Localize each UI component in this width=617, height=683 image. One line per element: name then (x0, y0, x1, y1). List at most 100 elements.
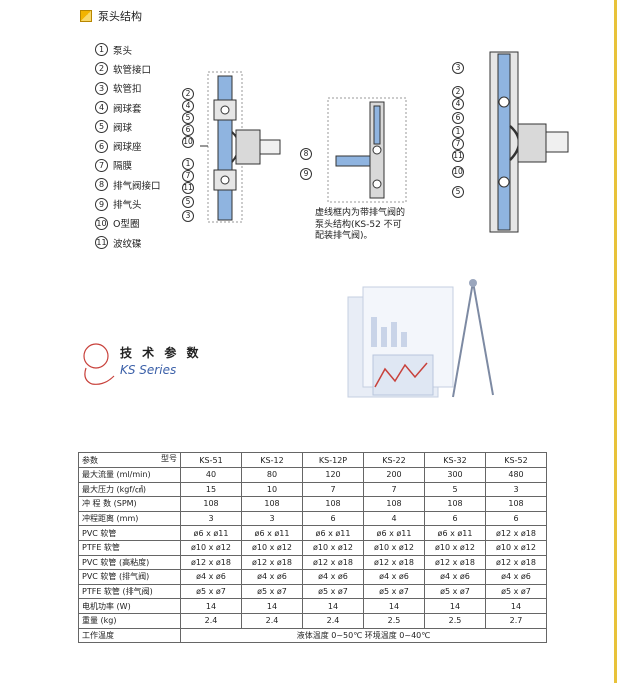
callout-marker: 7 (182, 170, 194, 182)
table-corner-cell: 参数 型号 (78, 452, 181, 468)
table-cell: 14 (485, 598, 547, 614)
part-label: 阀球座 (113, 142, 142, 154)
part-label: 软管接口 (113, 64, 152, 76)
row-label: 电机功率 (W) (78, 598, 181, 614)
table-cell: ø5 x ø7 (363, 583, 425, 600)
table-cell: ø5 x ø7 (180, 583, 242, 600)
table-cell: ø12 x ø18 (485, 525, 547, 541)
model-header: KS-32 (424, 452, 486, 468)
corner-label-params: 参数 (82, 456, 98, 465)
table-cell: 120 (302, 467, 364, 483)
table-cell: 15 (180, 481, 242, 498)
callout-marker: 3 (452, 62, 464, 74)
table-cell: 3 (485, 481, 547, 498)
part-item: 11 波纹碟 (95, 233, 161, 252)
table-cell: ø4 x ø6 (241, 569, 303, 585)
table-cell: 6 (302, 510, 364, 527)
model-header: KS-22 (363, 452, 425, 468)
table-cell: ø10 x ø12 (363, 539, 425, 556)
model-header: KS-52 (485, 452, 547, 468)
table-cell: 2.4 (241, 612, 303, 629)
spec-table: 参数 型号 KS-51 KS-12 KS-12P KS-22 KS-32 KS-… (78, 452, 547, 644)
right-rule (614, 0, 617, 683)
table-cell: 3 (180, 510, 242, 527)
part-item: 1 泵头 (95, 40, 161, 59)
table-cell: 108 (180, 496, 242, 512)
pump-head-drawing (200, 71, 281, 223)
table-cell: 2.4 (180, 612, 242, 629)
pump-head-diagram-right: 3 2 4 6 1 7 11 10 5 (450, 50, 575, 235)
row-label: 重量 (kg) (78, 612, 181, 629)
bleed-valve-drawing (327, 97, 407, 203)
part-label: 泵头 (113, 45, 133, 57)
part-number: 4 (95, 101, 108, 115)
callout-marker: 8 (300, 148, 312, 160)
table-cell: 480 (485, 467, 547, 483)
table-cell: ø10 x ø12 (424, 539, 486, 556)
table-cell: 108 (424, 496, 486, 512)
table-cell: 40 (180, 467, 242, 483)
callout-marker: 6 (452, 112, 464, 124)
part-number: 10 (95, 216, 108, 230)
table-cell: 10 (241, 481, 303, 498)
table-cell: 108 (241, 496, 303, 512)
corner-label-model: 型号 (161, 454, 177, 463)
part-label: 排气阀接口 (113, 180, 161, 192)
callout-marker: 4 (452, 98, 464, 110)
table-cell: ø4 x ø6 (180, 569, 242, 585)
table-cell: ø4 x ø6 (363, 569, 425, 585)
table-cell: 14 (363, 598, 425, 614)
callout-marker: 2 (452, 86, 464, 98)
part-label: 波纹碟 (113, 238, 142, 250)
table-cell: 200 (363, 467, 425, 483)
part-number: 11 (95, 236, 108, 250)
part-label: 排气头 (113, 200, 142, 212)
top-rule (0, 0, 617, 3)
model-header: KS-12P (302, 452, 364, 468)
callout-marker: 10 (182, 136, 194, 148)
callout-marker: 7 (452, 138, 464, 150)
part-number: 2 (95, 62, 108, 76)
row-label: 冲程距离 (mm) (78, 510, 181, 527)
table-cell: ø10 x ø12 (180, 539, 242, 556)
table-cell: ø10 x ø12 (485, 539, 547, 556)
part-item: 2 软管接口 (95, 59, 161, 78)
table-cell: 108 (302, 496, 364, 512)
callout-marker: 6 (182, 124, 194, 136)
note-line: 虚线框内为带排气阀的 (315, 208, 406, 218)
table-cell: 108 (485, 496, 547, 512)
chart-compass-icon (347, 279, 494, 398)
callout-marker: 5 (452, 186, 464, 198)
table-cell: 14 (302, 598, 364, 614)
part-label: 阀球 (113, 122, 133, 134)
table-cell: 14 (424, 598, 486, 614)
pump-head-diagram-left: 2 4 5 6 10 1 7 11 5 3 (180, 70, 290, 230)
model-header: KS-51 (180, 452, 242, 468)
callout-marker: 1 (182, 158, 194, 170)
table-cell: ø5 x ø7 (241, 583, 303, 600)
part-number: 1 (95, 43, 108, 57)
table-cell: ø6 x ø11 (302, 525, 364, 541)
section-square-icon (80, 10, 92, 22)
table-cell: ø12 x ø18 (180, 554, 242, 571)
part-number: 5 (95, 120, 108, 134)
callout-marker: 5 (182, 112, 194, 124)
table-cell: ø12 x ø18 (241, 554, 303, 571)
specs-heading: 技 术 参 数 KS Series (80, 340, 280, 390)
table-cell: 80 (241, 467, 303, 483)
table-cell: ø10 x ø12 (241, 539, 303, 556)
table-cell: 14 (241, 598, 303, 614)
table-cell: 6 (424, 510, 486, 527)
callout-marker: 5 (182, 196, 194, 208)
